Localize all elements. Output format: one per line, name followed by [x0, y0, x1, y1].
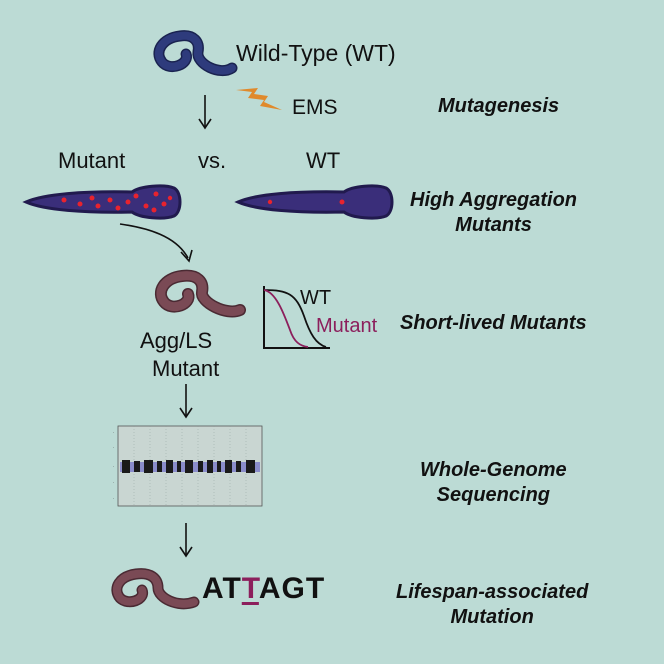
mutant-label: Mutant — [58, 148, 126, 173]
step-high-aggregation-line2: Mutants — [455, 214, 532, 236]
mutant-worm-body — [22, 184, 182, 220]
survival-curve-plot — [263, 286, 330, 349]
wt-label: WT — [306, 148, 341, 173]
step-high-aggregation: High Aggregation Mutants — [410, 188, 577, 238]
step-wgs-line2: Sequencing — [436, 484, 551, 506]
svg-text:·: · — [113, 464, 114, 469]
wt-title: Wild-Type (WT) — [236, 40, 396, 66]
sequence-part2: AGT — [258, 572, 326, 605]
agg-mutant-line1: Agg/LS — [140, 328, 213, 353]
vs-label: vs. — [198, 148, 227, 173]
step-lifespan-line1: Lifespan-associated — [396, 581, 589, 603]
lifespan-worm-icon — [111, 568, 200, 610]
sequence-mutated-base: T — [241, 572, 259, 605]
step-lifespan-line2: Mutation — [450, 606, 534, 628]
svg-text:·: · — [113, 445, 114, 450]
mutant-survival-curve — [263, 289, 309, 348]
svg-text:·: · — [113, 496, 114, 501]
survival-mutant-label: Mutant — [316, 315, 378, 337]
arrow-down-1 — [198, 95, 212, 130]
step-wgs-line1: Whole-Genome — [420, 459, 567, 481]
sequencing-plot: · · · · · — [113, 425, 263, 507]
wt-survival-curve — [263, 289, 327, 348]
agg-mutant-line2: Mutant — [152, 356, 220, 381]
sequence-part1: AT — [202, 572, 242, 605]
step-mutagenesis: Mutagenesis — [438, 95, 560, 117]
curved-arrow — [119, 223, 193, 263]
survival-wt-label: WT — [300, 287, 332, 309]
dna-sequence: ATTAGT — [202, 574, 325, 604]
step-lifespan: Lifespan-associated Mutation — [396, 580, 588, 630]
lightning-bolt-icon — [236, 88, 282, 110]
wt-worm-icon — [153, 30, 238, 77]
step-high-aggregation-line1: High Aggregation — [410, 189, 578, 211]
step-short-lived: Short-lived Mutants — [400, 312, 587, 334]
ems-label: EMS — [292, 96, 338, 119]
wt-worm-body — [234, 184, 394, 220]
arrow-down-2 — [179, 384, 193, 419]
mutant-worm-icon — [154, 269, 246, 318]
arrow-down-3 — [179, 523, 193, 558]
step-wgs: Whole-Genome Sequencing — [420, 458, 567, 508]
svg-text:·: · — [113, 480, 114, 485]
svg-text:·: · — [113, 430, 114, 435]
